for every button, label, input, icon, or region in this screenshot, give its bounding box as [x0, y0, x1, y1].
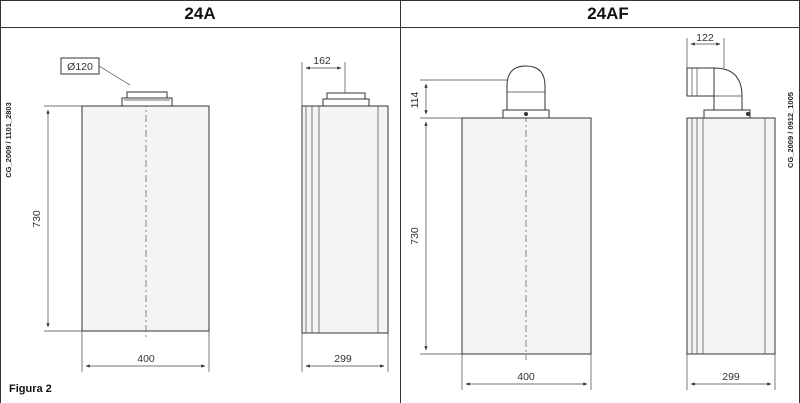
- depth-dimension-24a: 299: [334, 353, 352, 365]
- front-view-24af: 114 730 400: [409, 65, 592, 390]
- panel-24a: 24A CG_2009 / 1101_2803 Ø120 730 400: [4, 4, 389, 395]
- width-dimension-24a: 400: [137, 353, 155, 365]
- height-dimension-24af: 730: [409, 227, 421, 245]
- flue-diameter-label: Ø120: [67, 61, 93, 73]
- drawing-code-24af: CG_2009 / 0912_1005: [786, 92, 795, 168]
- panel-title-24a: 24A: [184, 4, 215, 23]
- width-dimension-24af: 400: [517, 371, 535, 383]
- front-view-24a: Ø120 730 400: [31, 57, 210, 372]
- height-dimension-24a: 730: [31, 210, 43, 228]
- side-view-24a: 162 299: [301, 55, 389, 372]
- figure-label: Figura 2: [9, 383, 52, 395]
- drawing-code-24a: CG_2009 / 1101_2803: [4, 102, 13, 177]
- flue-height-dimension-24af: 114: [409, 91, 421, 108]
- panel-title-24af: 24AF: [587, 4, 629, 23]
- panel-24af: 24AF CG_2009 / 0912_1005 114 730 4: [409, 4, 795, 390]
- depth-dimension-24af: 299: [722, 371, 740, 383]
- flue-offset-dimension-24af: 122: [696, 32, 714, 44]
- side-view-24af: 122 299: [686, 32, 776, 390]
- flue-offset-dimension-24a: 162: [313, 55, 331, 67]
